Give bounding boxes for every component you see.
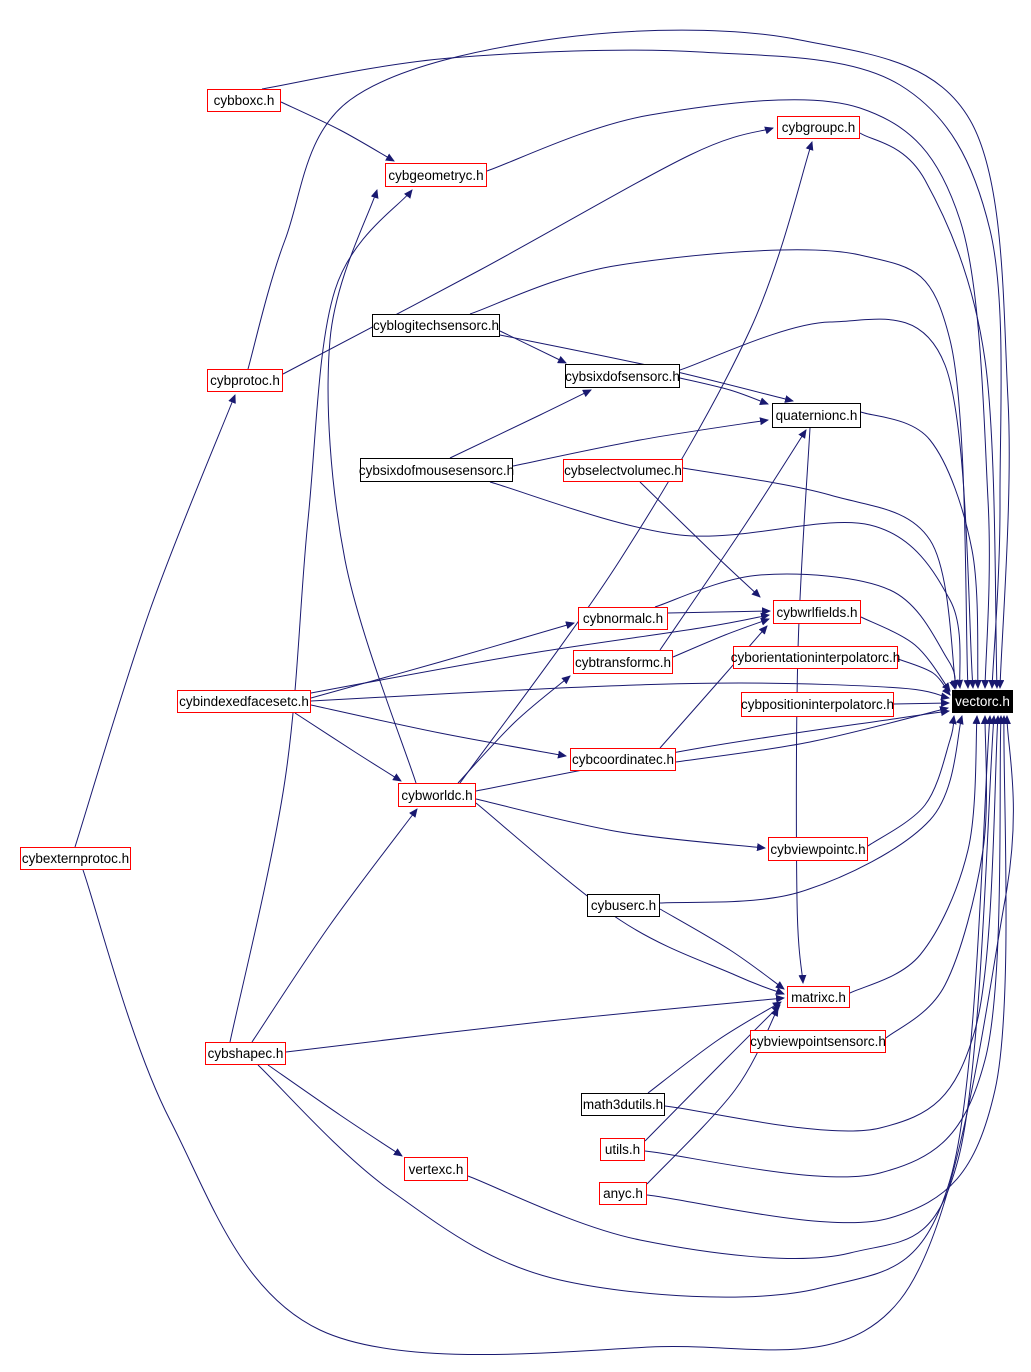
node-cybgeometryc[interactable]: cybgeometryc.h [385, 163, 487, 187]
node-anyc[interactable]: anyc.h [599, 1182, 647, 1205]
edge-cybselectvolumec-to-vectorc [682, 467, 959, 689]
edge-cybexternprotoc-to-cybprotoc [74, 394, 236, 848]
node-cybsixdofsensorc[interactable]: cybsixdofsensorc.h [565, 364, 680, 388]
edge-cybsixdofmousesensorc-to-vectorc [489, 481, 964, 689]
edge-anyc-to-vectorc [646, 715, 1008, 1224]
edge-vertexc-to-vectorc [467, 715, 998, 1259]
edge-cyblogitechsensorc-to-cybsixdofsensorc [499, 330, 567, 364]
edge-cybworldc-to-cybgeometryc [327, 189, 417, 784]
edge-utils-to-matrixc [644, 1004, 781, 1142]
edge-cybindexedfacesetc-to-cybcoordinatec [310, 704, 567, 759]
node-cybviewpointc[interactable]: cybviewpointc.h [768, 837, 868, 861]
edge-cyblogitechsensorc-to-vectorc [469, 249, 972, 689]
edge-cybshapec-to-vectorc [257, 715, 994, 1298]
node-vectorc[interactable]: vectorc.h [952, 690, 1013, 713]
node-cybwrlfields[interactable]: cybwrlfields.h [773, 600, 861, 624]
edge-cybprotoc-to-cybgroupc [282, 126, 774, 375]
node-cybworldc[interactable]: cybworldc.h [398, 783, 476, 807]
edge-cybselectvolumec-to-cybwrlfields [639, 481, 761, 598]
node-cybnormalc[interactable]: cybnormalc.h [578, 607, 668, 630]
node-cyborientationinterpolatorc[interactable]: cyborientationinterpolatorc.h [731, 646, 900, 669]
node-cybuserc[interactable]: cybuserc.h [587, 894, 660, 917]
edge-cybwrlfields-to-vectorc [860, 616, 951, 692]
edge-cybnormalc-to-vectorc [654, 573, 958, 690]
edge-cybindexedfacesetc-to-vectorc [310, 682, 950, 702]
edge-cybshapec-to-cybworldc [251, 808, 418, 1043]
edge-utils-to-vectorc [644, 715, 1005, 1178]
edge-cybworldc-to-cybviewpointc [475, 798, 766, 852]
node-cybexternprotoc[interactable]: cybexternprotoc.h [20, 847, 131, 870]
edge-quaternionc-to-vectorc [860, 411, 982, 689]
node-cybsixdofmousesensorc[interactable]: cybsixdofmousesensorc.h [359, 458, 514, 482]
edge-matrixc-to-vectorc [849, 715, 981, 994]
edge-cybworldc-to-vectorc [475, 708, 950, 792]
node-matrixc[interactable]: matrixc.h [787, 986, 850, 1008]
node-cybcoordinatec[interactable]: cybcoordinatec.h [570, 748, 676, 771]
edge-cybcoordinatec-to-cybwrlfields [659, 625, 768, 749]
edge-cybindexedfacesetc-to-cybworldc [294, 712, 402, 782]
node-utils[interactable]: utils.h [600, 1138, 645, 1161]
node-cybtransformc[interactable]: cybtransformc.h [573, 650, 673, 674]
edge-cybworldc-to-cybtransformc [457, 675, 571, 784]
edge-cybsixdofmousesensorc-to-cybsixdofsensorc [449, 389, 592, 459]
edge-cybviewpointc-to-vectorc [867, 715, 957, 847]
edge-cybgroupc-to-vectorc [859, 132, 1001, 689]
node-cybprotoc[interactable]: cybprotoc.h [207, 369, 283, 392]
edge-cybcoordinatec-to-vectorc [675, 706, 949, 763]
node-cybselectvolumec[interactable]: cybselectvolumec.h [563, 459, 683, 482]
node-cybindexedfacesetc[interactable]: cybindexedfacesetc.h [177, 690, 311, 713]
node-cybpositioninterpolatorc[interactable]: cybpositioninterpolatorc.h [741, 692, 894, 717]
edge-cybpositioninterpolatorc-to-vectorc [893, 699, 950, 708]
edge-cyborientationinterpolatorc-to-vectorc [897, 658, 951, 696]
edge-cybviewpointsensorc-to-vectorc [885, 715, 989, 1039]
edge-cybindexedfacesetc-to-cybnormalc [310, 621, 575, 699]
node-cybboxc[interactable]: cybboxc.h [207, 89, 281, 112]
edge-cybindexedfacesetc-to-cybwrlfields [310, 612, 770, 694]
node-cybviewpointsensorc[interactable]: cybviewpointsensorc.h [750, 1030, 886, 1053]
edge-cybworldc-to-matrixc [475, 802, 785, 995]
edge-cybshapec-to-cybgeometryc [229, 189, 413, 1043]
node-cybshapec[interactable]: cybshapec.h [205, 1042, 286, 1065]
node-cyblogitechsensorc[interactable]: cyblogitechsensorc.h [372, 314, 500, 337]
edge-cybsixdofmousesensorc-to-quaternionc [512, 417, 769, 467]
edge-cybshapec-to-matrixc [285, 994, 785, 1053]
edge-cybtransformc-to-quaternionc [659, 429, 807, 651]
edge-cybgeometryc-to-vectorc [486, 99, 990, 689]
edge-math3dutils-to-matrixc [647, 1001, 782, 1094]
node-vertexc[interactable]: vertexc.h [404, 1157, 468, 1181]
node-quaternionc[interactable]: quaternionc.h [772, 403, 861, 428]
edge-cybshapec-to-vertexc [267, 1064, 403, 1157]
edge-cybboxc-to-cybgeometryc [280, 101, 395, 162]
node-cybgroupc[interactable]: cybgroupc.h [777, 116, 860, 139]
edge-cybsixdofsensorc-to-quaternionc [679, 377, 769, 405]
edge-cybuserc-to-matrixc [659, 908, 785, 990]
edge-quaternionc-to-matrixc [795, 427, 811, 984]
edge-anyc-to-matrixc [646, 1007, 779, 1185]
edge-math3dutils-to-vectorc [664, 715, 1002, 1132]
edge-cybuserc-to-vectorc [659, 715, 964, 904]
edge-cybsixdofsensorc-to-vectorc [679, 318, 977, 689]
edge-cybtransformc-to-cybwrlfields [672, 617, 770, 658]
edge-cybworldc-to-cybgroupc [459, 141, 814, 784]
edge-cybprotoc-to-vectorc [247, 29, 1010, 689]
node-math3dutils[interactable]: math3dutils.h [581, 1093, 665, 1116]
edge-cybnormalc-to-cybwrlfields [667, 607, 771, 616]
